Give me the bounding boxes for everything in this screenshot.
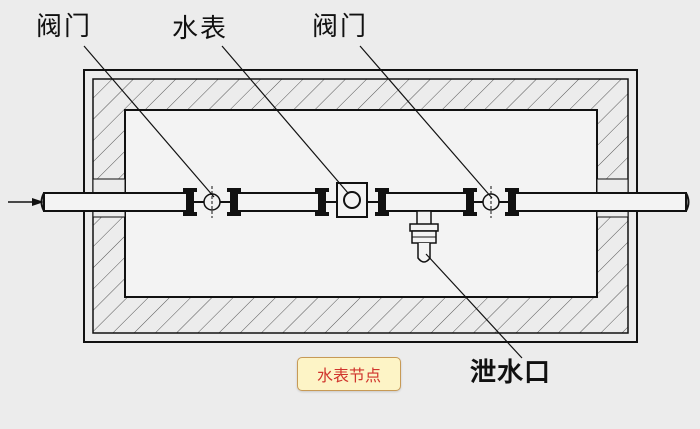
valve-right <box>463 186 519 218</box>
water-meter-label: 水表 <box>172 14 229 44</box>
water-meter <box>315 182 389 218</box>
leader-lines <box>83 45 523 359</box>
caption-badge: 水表节点 <box>297 357 401 391</box>
valve-left <box>183 186 241 218</box>
flow-arrow <box>8 198 44 206</box>
caption-text: 水表节点 <box>316 366 381 385</box>
valve-right-label: 阀门 <box>312 12 369 42</box>
valve-left-label: 阀门 <box>36 12 93 42</box>
drain-outlet-label: 泄水口 <box>470 358 552 388</box>
drain-outlet <box>409 210 439 263</box>
